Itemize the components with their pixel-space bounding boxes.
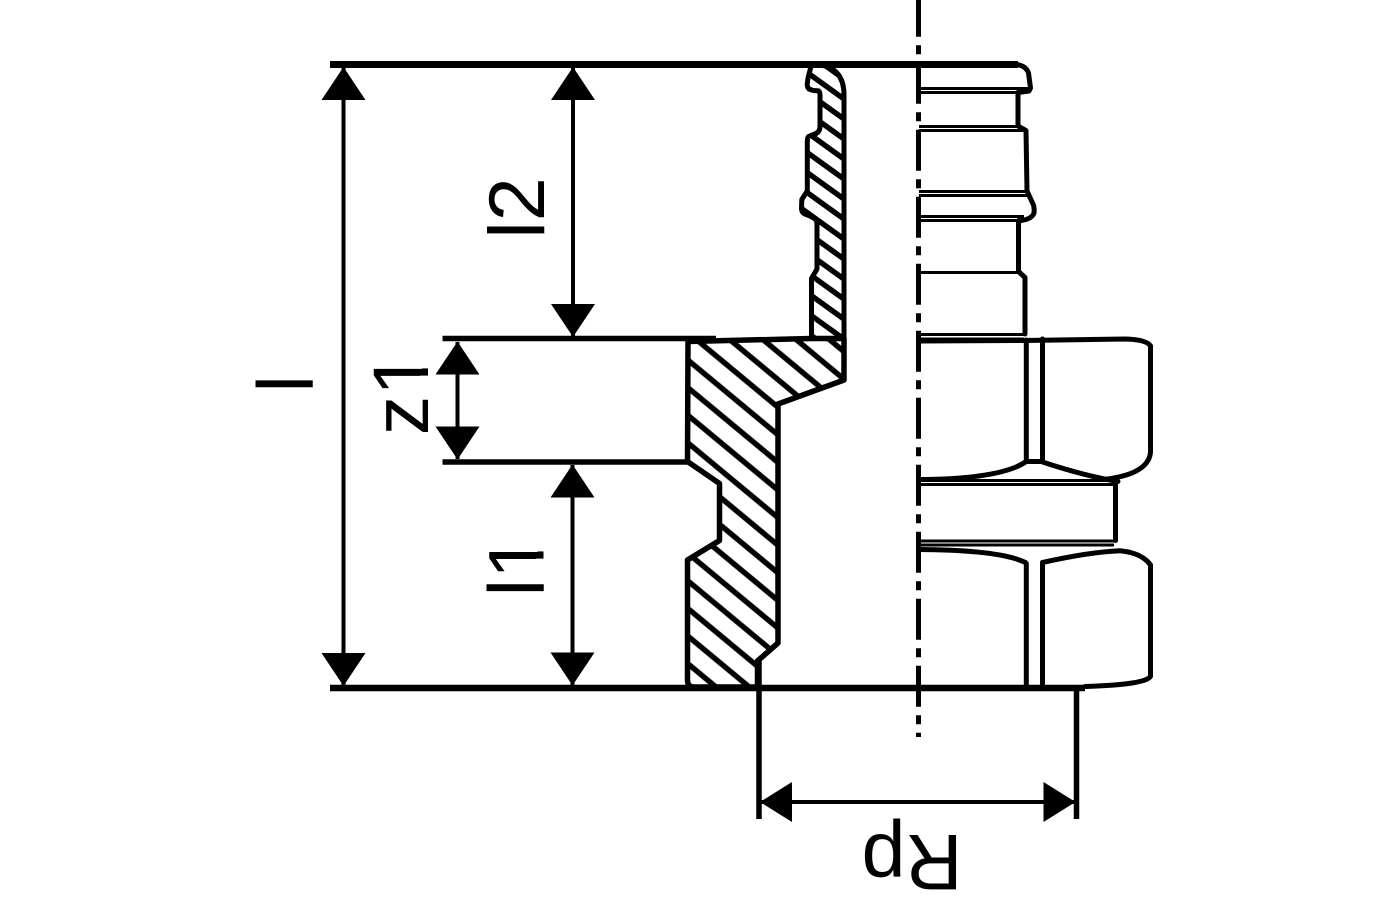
svg-text:z1: z1 [356,352,445,435]
svg-text:l2: l2 [472,177,561,239]
svg-text:l1: l1 [472,535,561,597]
svg-text:Rp: Rp [862,818,963,900]
svg-text:l: l [241,375,330,393]
